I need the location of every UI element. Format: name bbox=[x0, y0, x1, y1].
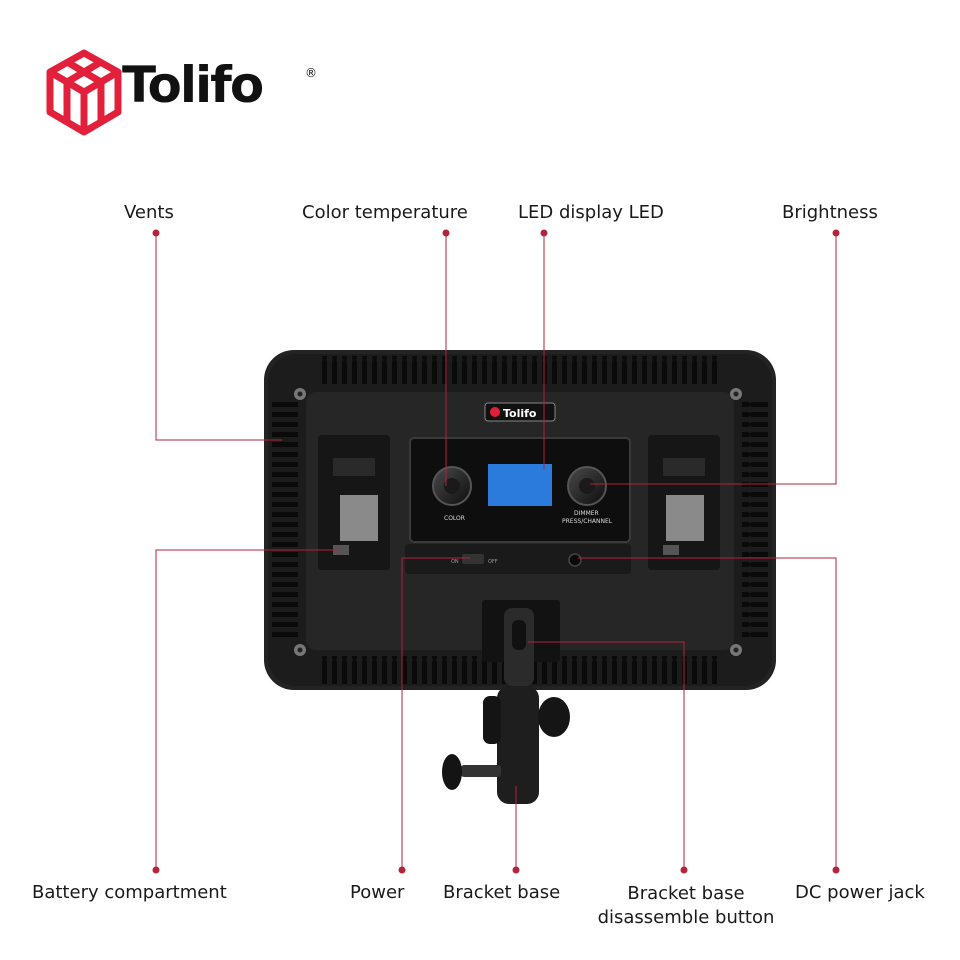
tilt-lock-knob bbox=[538, 697, 570, 737]
power-switch bbox=[462, 554, 484, 564]
label-color-temperature: Color temperature bbox=[302, 202, 468, 223]
callout-lines bbox=[155, 233, 837, 870]
battery-compartment-right bbox=[648, 435, 720, 570]
label-bracket-disassemble-line1: Bracket base bbox=[627, 883, 745, 904]
control-panel: COLOR DIMMER PRESS/CHANNEL bbox=[409, 437, 631, 543]
led-display-screen bbox=[488, 464, 552, 506]
dimmer-knob-sublabel: PRESS/CHANNEL bbox=[562, 518, 613, 525]
label-brightness: Brightness bbox=[782, 202, 878, 223]
right-vents bbox=[742, 400, 768, 640]
dimmer-knob-label: DIMMER bbox=[574, 510, 599, 517]
battery-compartment-left bbox=[318, 435, 390, 570]
label-bracket-base: Bracket base bbox=[443, 882, 561, 903]
label-power: Power bbox=[350, 882, 405, 903]
shoe-screw-knob bbox=[442, 754, 462, 790]
label-battery-compartment: Battery compartment bbox=[32, 882, 227, 903]
brand-name: Tolifo bbox=[122, 56, 264, 114]
dc-jack bbox=[568, 553, 582, 567]
label-bracket-disassemble: Bracket base disassemble button bbox=[594, 882, 778, 930]
label-led-display: LED display LED bbox=[518, 202, 664, 223]
switch-off-label: OFF bbox=[488, 559, 498, 565]
color-knob-label: COLOR bbox=[444, 515, 465, 522]
label-dc-power-jack: DC power jack bbox=[795, 882, 925, 903]
label-bracket-disassemble-line2: disassemble button bbox=[597, 907, 775, 928]
mounting-bracket bbox=[442, 600, 570, 804]
switch-strip: ON OFF bbox=[405, 544, 631, 574]
left-vents bbox=[272, 400, 298, 640]
callout-dots bbox=[152, 229, 840, 874]
label-vents: Vents bbox=[124, 202, 174, 223]
switch-on-label: ON bbox=[451, 559, 459, 565]
registered-mark: ® bbox=[305, 66, 317, 80]
panel-logo-badge: Tolifo bbox=[484, 402, 556, 422]
panel-badge-text: Tolifo bbox=[503, 407, 537, 420]
top-vents bbox=[318, 356, 720, 384]
tolifo-logo-icon bbox=[46, 49, 122, 136]
